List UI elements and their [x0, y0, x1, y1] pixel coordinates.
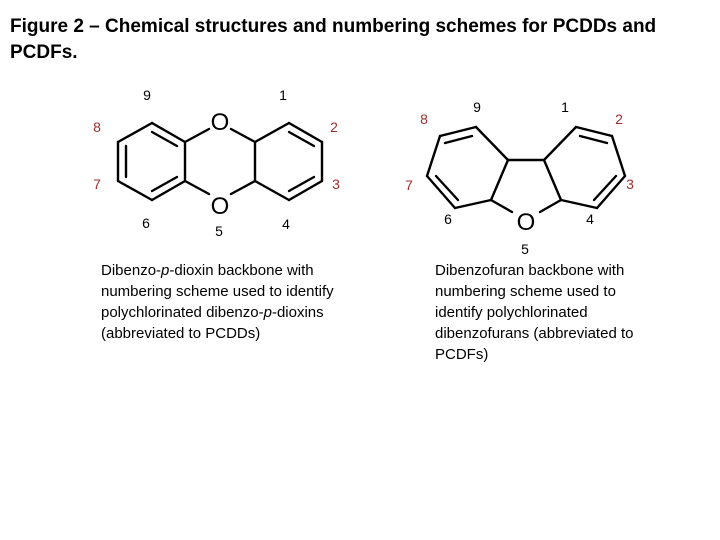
- dioxin-number-2: 2: [330, 119, 338, 135]
- dibenzofuran-caption: Dibenzofuran backbone with numbering sch…: [435, 262, 634, 363]
- dioxin-number-6: 6: [142, 215, 150, 231]
- dioxin-number-7: 7: [93, 176, 101, 192]
- dioxin-bonds: [116, 121, 324, 202]
- dibenzofuran-oxygen: O: [517, 209, 536, 236]
- dibenzofuran-number-5: 5: [521, 241, 529, 257]
- dibenzofuran-bonds: [425, 125, 627, 214]
- dioxin-caption: Dibenzo-p-dioxin backbone with numbering…: [101, 262, 334, 342]
- dibenzofuran-number-4: 4: [586, 211, 594, 227]
- dibenzofuran-number-7: 7: [405, 177, 413, 193]
- dioxin-number-4: 4: [282, 216, 290, 232]
- dibenzofuran-number-2: 2: [615, 111, 623, 127]
- dibenzofuran-number-1: 1: [561, 99, 569, 115]
- dibenzofuran-number-9: 9: [473, 99, 481, 115]
- dioxin-number-5: 5: [215, 223, 223, 239]
- dioxin-oxygen-bottom: O: [211, 193, 230, 220]
- dibenzofuran-number-8: 8: [420, 111, 428, 127]
- figure-title: Figure 2 – Chemical structures and numbe…: [10, 16, 657, 63]
- dibenzofuran-number-6: 6: [444, 211, 452, 227]
- dioxin-number-3: 3: [332, 176, 340, 192]
- dibenzofuran-number-3: 3: [626, 176, 634, 192]
- dioxin-oxygen-top: O: [211, 109, 230, 136]
- dioxin-number-8: 8: [93, 119, 101, 135]
- dioxin-number-9: 9: [143, 87, 151, 103]
- dioxin-number-1: 1: [279, 87, 287, 103]
